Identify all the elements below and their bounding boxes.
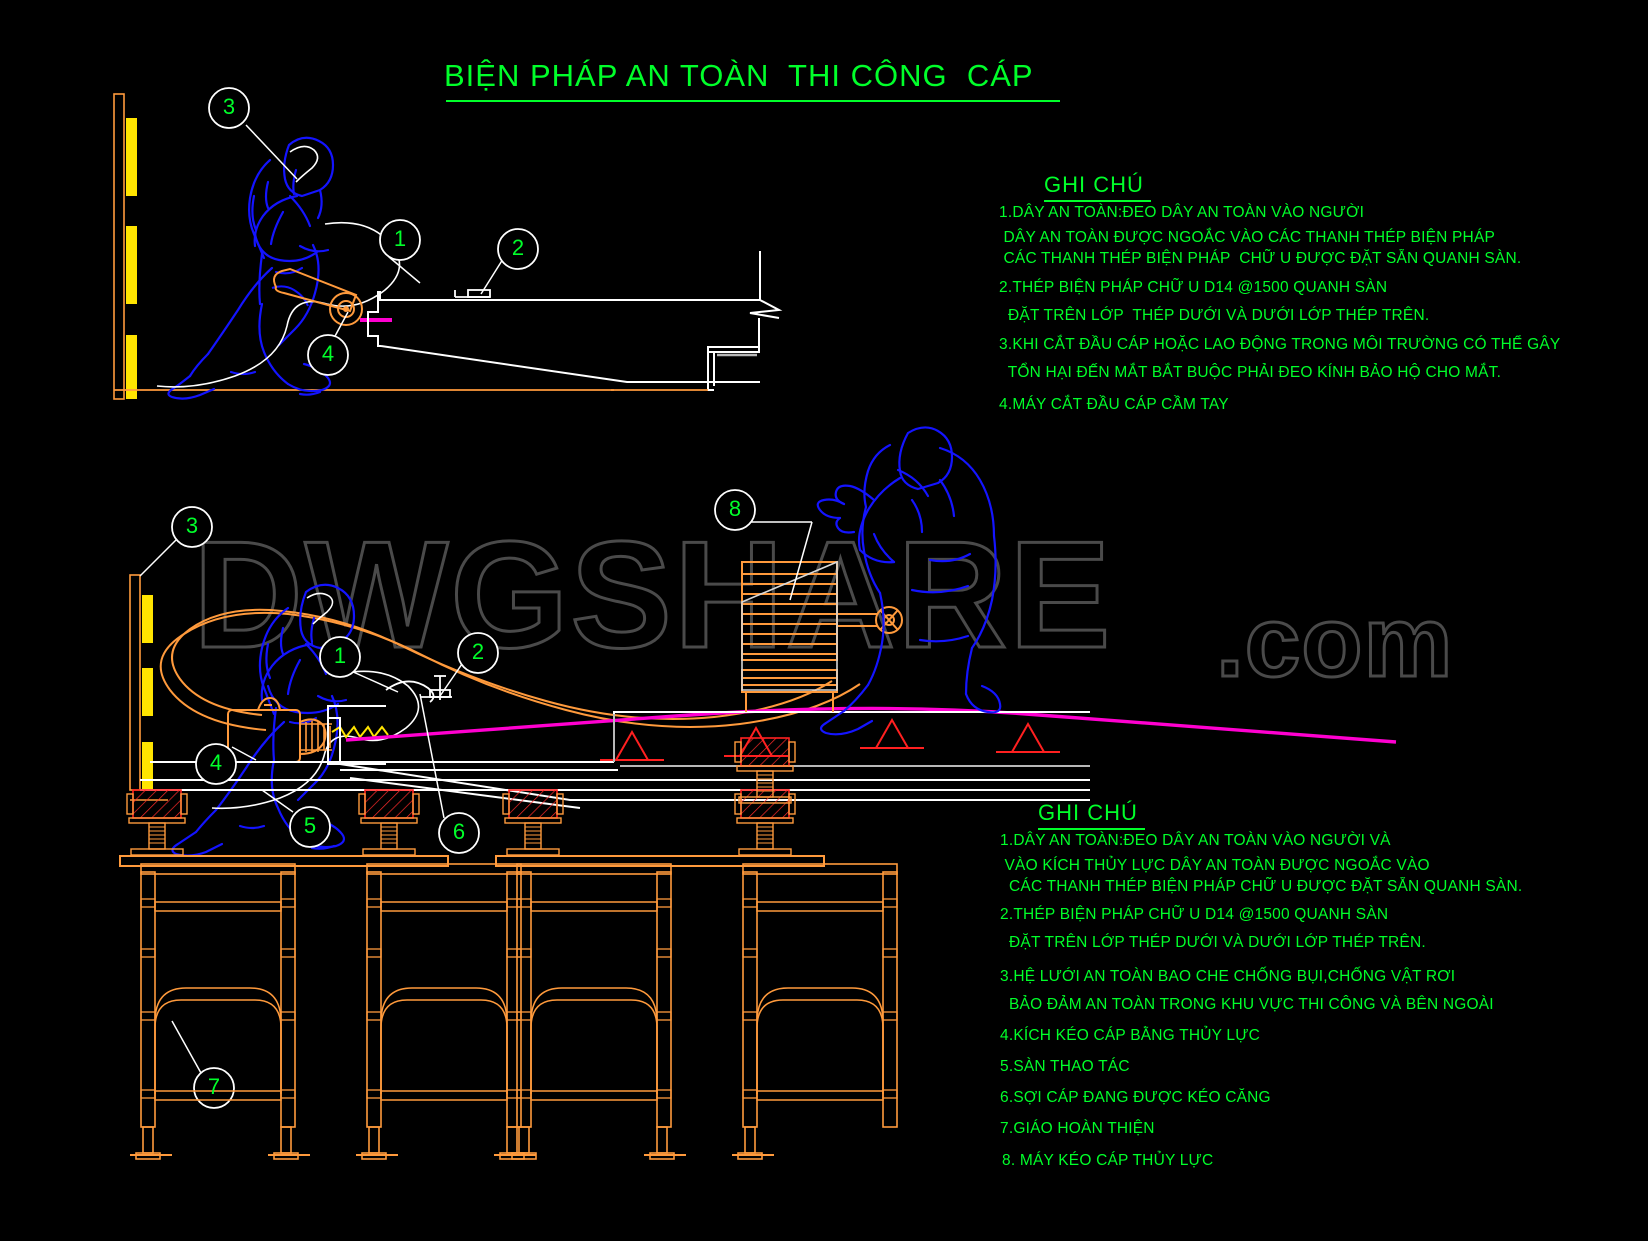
notes-bottom-heading-underline	[1038, 828, 1145, 830]
leader-lines-bottom	[139, 521, 813, 1074]
notes-bottom-line-11: 7.GIÁO HOÀN THIỆN	[1000, 1120, 1155, 1137]
callout-bottom-6: 6	[452, 819, 466, 844]
callout-bubbles-bottom	[171, 489, 756, 1109]
notes-bottom-line-8: 4.KÍCH KÉO CÁP BẰNG THỦY LỰC	[1000, 1027, 1261, 1044]
callout-bottom-5: 5	[303, 813, 317, 838]
worker-figure-cutting	[167, 136, 335, 400]
hydraulic-jack-ram	[299, 721, 332, 753]
notes-top-line-4: 2.THÉP BIỆN PHÁP CHỮ U D14 @1500 QUANH S…	[999, 279, 1388, 296]
slab-section-top	[367, 251, 783, 391]
callout-bottom-8: 8	[728, 496, 742, 521]
callout-bottom-4: 4	[209, 750, 223, 775]
notes-bottom-line-2: VÀO KÍCH THỦY LỰC DÂY AN TOÀN ĐƯỢC NGOẮC…	[1000, 857, 1430, 874]
notes-top-heading: GHI CHÚ	[1044, 172, 1144, 197]
notes-top-line-5: ĐẶT TRÊN LỚP THÉP DƯỚI VÀ DƯỚI LỚP THÉP …	[999, 307, 1430, 324]
notes-bottom-line-9: 5.SÀN THAO TÁC	[1000, 1058, 1130, 1075]
callout-bubbles-top	[208, 87, 539, 376]
edge-protection-rail-top	[113, 93, 614, 400]
notes-top-line-3: CÁC THANH THÉP BIỆN PHÁP CHỮ U ĐƯỢC ĐẶT …	[999, 250, 1522, 267]
notes-top-line-2: DÂY AN TOÀN ĐƯỢC NGOẮC VÀO CÁC THANH THÉ…	[999, 229, 1496, 246]
notes-bottom-line-1: 1.DÂY AN TOÀN:ĐEO DÂY AN TOÀN VÀO NGƯỜI …	[1000, 832, 1391, 849]
machine-frame-highlight	[741, 560, 838, 691]
safety-harness-rope-top	[156, 221, 401, 388]
worker-figure-observing	[816, 426, 1002, 736]
callout-top-2: 2	[511, 235, 525, 260]
notes-top-line-7: TỔN HẠI ĐẾN MẮT BẮT BUỘC PHẢI ĐEO KÍNH B…	[999, 364, 1502, 381]
u-bar-anchor-top	[454, 289, 491, 298]
handheld-cable-cutter	[273, 267, 363, 326]
title-underline	[446, 100, 1060, 102]
scaffold-base-jacks	[130, 1126, 774, 1160]
u-bar-anchor-bottom	[385, 675, 452, 703]
cable-anchor-plate	[327, 705, 386, 765]
jack-thread-detail	[331, 725, 389, 739]
safety-harness-rope-bottom	[211, 670, 420, 810]
notes-bottom-heading: GHI CHÚ	[1038, 800, 1138, 825]
tensioned-cable	[345, 706, 1397, 744]
callout-bottom-2: 2	[471, 639, 485, 664]
notes-top-line-6: 3.KHI CẮT ĐẦU CÁP HOẶC LAO ĐỘNG TRONG MÔ…	[999, 336, 1561, 353]
watermark-dotcom: .com	[1214, 585, 1454, 700]
callout-top-4: 4	[321, 341, 335, 366]
top-section-drawing	[113, 87, 783, 400]
callout-top-3: 3	[222, 94, 236, 119]
callout-bottom-3: 3	[185, 513, 199, 538]
notes-bottom-line-7: BẢO ĐẢM AN TOÀN TRONG KHU VỰC THI CÔNG V…	[1000, 996, 1494, 1013]
bottom-section-drawing	[119, 426, 1397, 1160]
helmet-strap-bottom	[306, 592, 334, 625]
callout-bottom-1: 1	[333, 643, 347, 668]
callout-top-1: 1	[393, 226, 407, 251]
hydraulic-hose-loops	[159, 608, 861, 731]
worker-figure-jacking	[171, 583, 356, 857]
edge-protection-rail-bottom	[129, 574, 168, 801]
notes-top-heading-underline	[1044, 200, 1151, 202]
leader-lines-top	[245, 124, 504, 339]
notes-top-line-1: 1.DÂY AN TOÀN:ĐEO DÂY AN TOÀN VÀO NGƯỜI	[999, 204, 1365, 221]
scaffold-frames	[140, 863, 898, 1128]
notes-bottom-line-4: 2.THÉP BIỆN PHÁP CHỮ U D14 @1500 QUANH S…	[1000, 906, 1389, 923]
notes-bottom-line-3: CÁC THANH THÉP BIỆN PHÁP CHỮ U ĐƯỢC ĐẶT …	[1000, 878, 1523, 895]
scaffold-beams	[119, 855, 825, 867]
worker-hands-grip	[271, 285, 309, 307]
notes-top-line-8: 4.MÁY CẮT ĐẦU CÁP CẦM TAY	[999, 396, 1229, 413]
notes-bottom-line-6: 3.HỆ LƯỚI AN TOÀN BAO CHE CHỐNG BỤI,CHỐN…	[1000, 968, 1456, 985]
callout-bottom-7: 7	[207, 1074, 221, 1099]
notes-bottom-line-10: 6.SỢI CÁP ĐANG ĐƯỢC KÉO CĂNG	[1000, 1089, 1271, 1106]
notes-bottom-line-12: 8. MÁY KÉO CÁP THỦY LỰC	[1002, 1152, 1214, 1169]
page-title: BIỆN PHÁP AN TOÀN THI CÔNG CÁP	[444, 58, 1034, 93]
notes-bottom-line-5: ĐẶT TRÊN LỚP THÉP DƯỚI VÀ DƯỚI LỚP THÉP …	[1000, 934, 1426, 951]
helmet-strap-top	[289, 145, 319, 183]
